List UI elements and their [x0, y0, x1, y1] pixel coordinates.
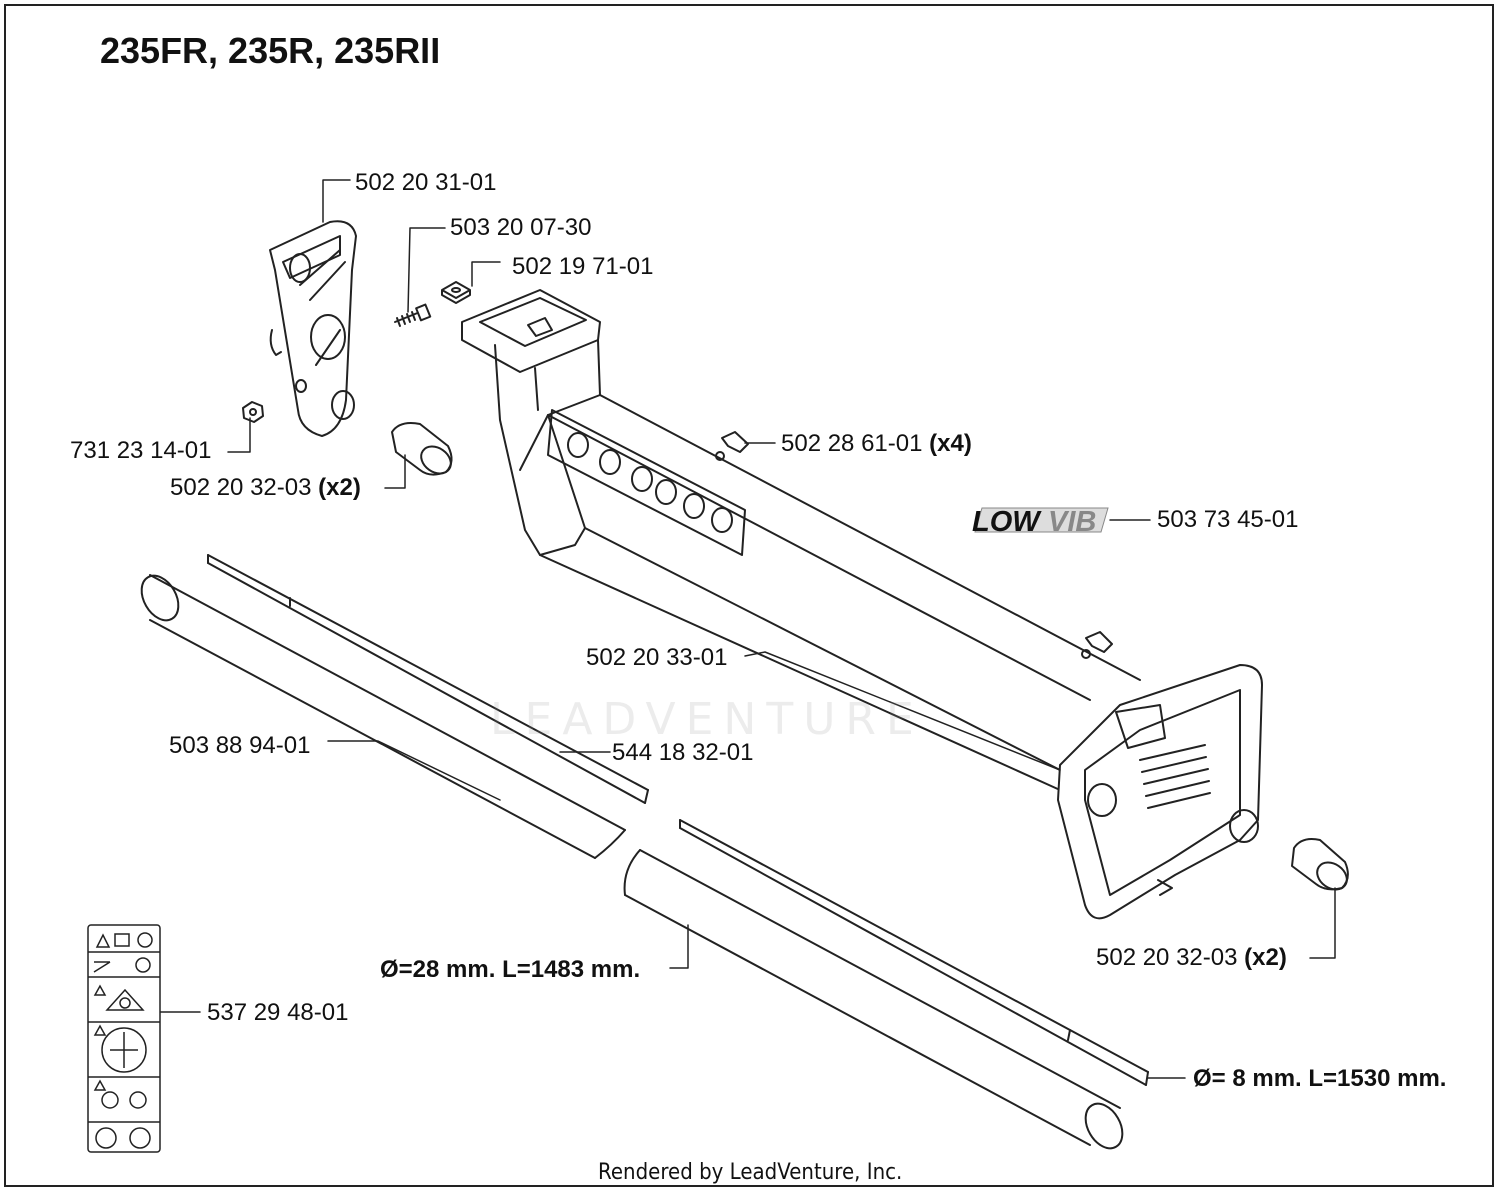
- label-plug-right[interactable]: 502 20 32-03 (x2): [1096, 946, 1287, 970]
- label-warning-decal[interactable]: 537 29 48-01: [207, 999, 349, 1026]
- shaft-dimension: Ø= 8 mm. L=1530 mm.: [1193, 1065, 1447, 1092]
- clip-part-bottom: [1081, 631, 1113, 659]
- shaft-lower-part: [679, 819, 1149, 1086]
- label-plug-right-number: 502 20 32-03: [1096, 944, 1238, 971]
- label-clip-qty: (x4): [929, 430, 972, 457]
- nut-hole: [249, 408, 257, 416]
- label-clip-number: 502 28 61-01: [781, 430, 923, 457]
- label-plug-left-qty: (x2): [318, 474, 361, 501]
- label-screw[interactable]: 503 20 07-30: [450, 214, 592, 241]
- page-title: 235FR, 235R, 235RII: [100, 30, 441, 71]
- lowvib-logo: LOW VIB: [972, 506, 1109, 538]
- nut-part: [242, 401, 264, 423]
- bracket-part: [269, 220, 357, 437]
- tube-upper-part: [140, 574, 626, 859]
- plug-left-part: [391, 422, 453, 476]
- square-nut-part: [441, 281, 471, 304]
- tube-dimension: Ø=28 mm. L=1483 mm.: [380, 956, 641, 983]
- label-handle-frame[interactable]: 502 20 33-01: [586, 644, 728, 671]
- svg-text:VIB: VIB: [1048, 506, 1096, 538]
- footer-credit: Rendered by LeadVenture, Inc.: [598, 1160, 903, 1185]
- svg-text:LOW: LOW: [972, 506, 1042, 538]
- diagram-frame: [4, 4, 1494, 1187]
- label-square-nut[interactable]: 502 19 71-01: [512, 253, 654, 280]
- label-tube[interactable]: 503 88 94-01: [169, 732, 311, 759]
- warning-decal-graphic: [87, 924, 161, 1153]
- label-plug-right-qty: (x2): [1244, 944, 1287, 971]
- handle-frame-part: [461, 289, 1263, 920]
- label-plug-left-number: 502 20 32-03: [170, 474, 312, 501]
- tube-lower-part: [623, 849, 1124, 1150]
- label-nut[interactable]: 731 23 14-01: [70, 437, 212, 464]
- label-plug-left[interactable]: 502 20 32-03 (x2): [170, 476, 361, 500]
- label-lowvib-decal[interactable]: 503 73 45-01: [1157, 506, 1299, 533]
- clip-part-top: [715, 431, 749, 461]
- label-clip[interactable]: 502 28 61-01 (x4): [781, 432, 972, 456]
- plug-right-part: [1291, 838, 1349, 891]
- label-drive-shaft[interactable]: 544 18 32-01: [612, 739, 754, 766]
- watermark-text: LEADVENTURE: [490, 694, 924, 745]
- screw-part: [394, 303, 432, 327]
- shaft-upper-part: [207, 554, 649, 804]
- label-bracket[interactable]: 502 20 31-01: [355, 169, 497, 196]
